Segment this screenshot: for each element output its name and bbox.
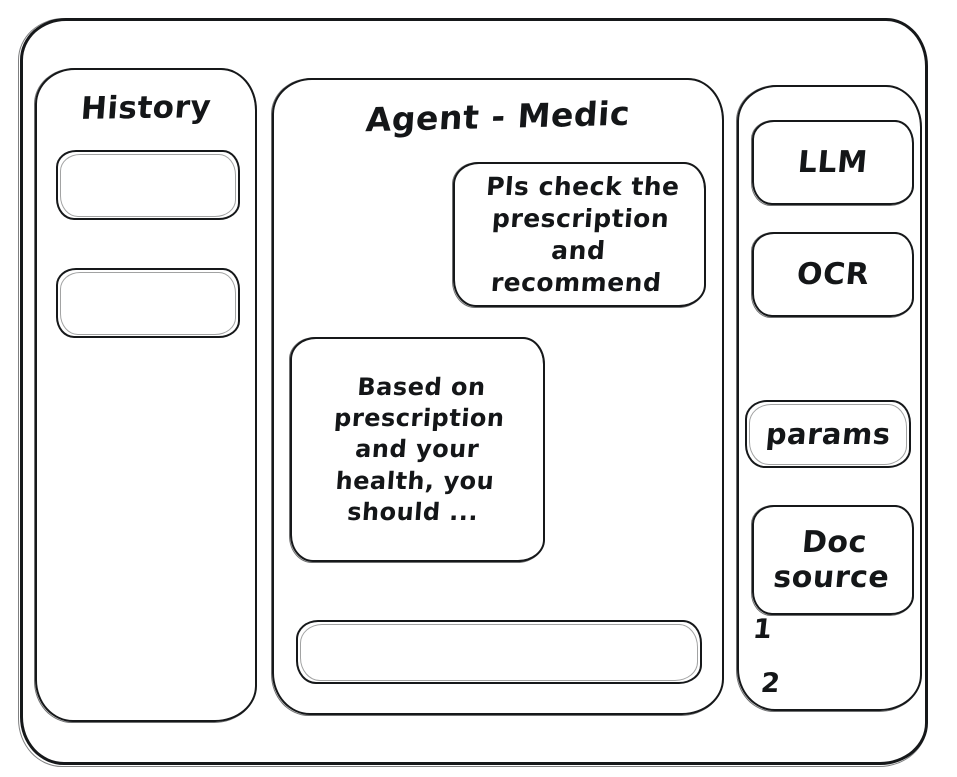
tool-card-llm-label: LLM (796, 144, 870, 180)
doc-source-ref-2[interactable]: 2 (759, 668, 782, 699)
user-message-bubble: Pls check the prescription and recommend (452, 162, 706, 308)
doc-source-ref-1[interactable]: 1 (751, 614, 774, 645)
user-message-text: Pls check the prescription and recommend (485, 171, 681, 297)
tool-card-llm[interactable]: LLM (751, 120, 914, 206)
history-list-item[interactable] (56, 268, 240, 338)
tool-card-params[interactable]: params (745, 400, 911, 468)
history-list-item[interactable] (56, 150, 240, 220)
tool-card-ocr-label: OCR (795, 256, 871, 292)
tool-card-doc-source-label: Doc source (772, 524, 891, 595)
assistant-message-bubble: Based on prescription and your health, y… (289, 337, 545, 563)
tool-card-ocr[interactable]: OCR (751, 232, 914, 318)
message-input[interactable] (296, 620, 702, 684)
assistant-message-text: Based on prescription and your health, y… (333, 372, 506, 526)
tool-card-doc-source[interactable]: Doc source (751, 505, 914, 616)
tool-card-params-label: params (764, 416, 892, 451)
history-panel-title: History (79, 89, 213, 127)
